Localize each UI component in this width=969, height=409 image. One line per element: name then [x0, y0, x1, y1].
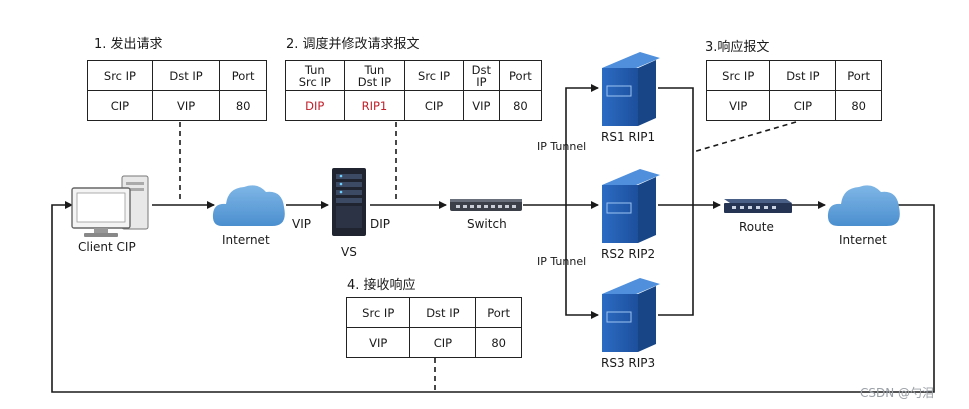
- table-header-row: Src IP Dst IP Port: [345, 297, 522, 328]
- dip-label: DIP: [370, 217, 391, 231]
- rs3-label: RS3 RIP3: [601, 356, 656, 370]
- table-row: VIP CIP 80: [345, 327, 522, 358]
- step3-label: 3.响应报文: [705, 40, 770, 55]
- ip-tunnel-label-upper: IP Tunnel: [537, 140, 587, 153]
- header-line1: Port: [509, 68, 532, 83]
- cell: 80: [498, 90, 543, 121]
- router-icon: [724, 199, 792, 213]
- step2-label: 2. 调度并修改请求报文: [286, 37, 420, 52]
- header-line1: Tun: [364, 62, 385, 77]
- header-cell: Port: [835, 60, 882, 91]
- ip-tunnel-label-lower: IP Tunnel: [537, 255, 587, 268]
- internet-left-cloud-icon: [212, 185, 285, 226]
- header-line2: IP: [476, 74, 487, 89]
- internet-right-cloud-icon: [827, 185, 900, 226]
- step4-label: 4. 接收响应: [347, 278, 416, 293]
- rs2-label: RS2 RIP2: [601, 247, 656, 261]
- cell: CIP: [409, 327, 477, 358]
- client-label: Client CIP: [78, 240, 136, 254]
- switch-label: Switch: [467, 217, 507, 231]
- header-cell: Port: [219, 60, 267, 91]
- table-row: CIP VIP 80: [87, 90, 267, 121]
- rs3-server-icon: [602, 278, 660, 352]
- header-line1: Src IP: [418, 68, 451, 83]
- header-line1: Tun: [304, 62, 325, 77]
- cell: VIP: [462, 90, 500, 121]
- vs-server-icon: [332, 168, 366, 236]
- header-cell: Port: [475, 297, 522, 328]
- header-line1: Dst: [471, 62, 492, 77]
- internet-right-label: Internet: [839, 233, 887, 247]
- table-row: VIP CIP 80: [705, 90, 882, 121]
- cell: VIP: [705, 90, 771, 121]
- cell: CIP: [87, 90, 153, 121]
- cell: VIP: [151, 90, 221, 121]
- internet-left-label: Internet: [222, 233, 270, 247]
- header-line2: Dst IP: [357, 74, 392, 89]
- cell: 80: [219, 90, 267, 121]
- rs1-server-icon: [602, 52, 660, 126]
- vs-label: VS: [341, 245, 357, 259]
- cell: 80: [475, 327, 522, 358]
- switch-icon: [450, 199, 522, 211]
- route-label: Route: [739, 220, 774, 234]
- header-cell: Src IP: [705, 60, 771, 91]
- header-cell: Dst IP: [151, 60, 221, 91]
- client-computer-icon: [71, 175, 149, 237]
- table-send-request: Src IP Dst IP Port CIP VIP 80: [87, 60, 267, 121]
- cell: CIP: [769, 90, 837, 121]
- cell: 80: [835, 90, 882, 121]
- header-cell: Src IP: [404, 60, 464, 91]
- flow-lines: [51, 84, 935, 393]
- cell: CIP: [404, 90, 464, 121]
- header-cell: Port: [498, 60, 543, 91]
- cell: VIP: [345, 327, 411, 358]
- header-cell: Dst IP: [409, 297, 477, 328]
- rs2-server-icon: [602, 169, 660, 243]
- cell-tun-src: DIP: [285, 90, 345, 121]
- table-receive-response: Src IP Dst IP Port VIP CIP 80: [345, 297, 522, 358]
- dashed-connectors: [179, 121, 797, 392]
- header-cell: Dst IP: [769, 60, 837, 91]
- cell-tun-dst: RIP1: [343, 90, 406, 121]
- step1-label: 1. 发出请求: [94, 37, 163, 52]
- table-header-row: Src IP Dst IP Port: [705, 60, 882, 91]
- table-response: Src IP Dst IP Port VIP CIP 80: [705, 60, 882, 121]
- header-cell: Src IP: [345, 297, 411, 328]
- header-cell: Src IP: [87, 60, 153, 91]
- table-row: DIP RIP1 CIP VIP 80: [285, 90, 543, 121]
- header-line2: Src IP: [298, 74, 331, 89]
- watermark: CSDN @勺泪: [860, 386, 935, 400]
- rs1-label: RS1 RIP1: [601, 130, 656, 144]
- table-header-row: Src IP Dst IP Port: [87, 60, 267, 91]
- vip-label: VIP: [292, 217, 311, 231]
